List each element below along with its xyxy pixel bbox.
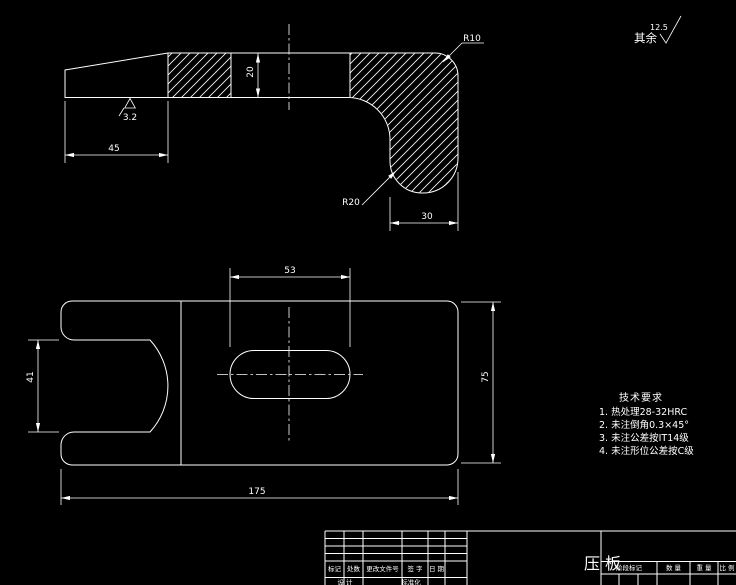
tech-req-title: 技术要求 xyxy=(619,391,663,404)
tb-design-label: 设 计 xyxy=(337,578,353,585)
dim-41: 41 xyxy=(26,339,59,433)
obround-slot-outline xyxy=(229,350,351,399)
dim-41-text: 41 xyxy=(26,371,36,382)
dim-20: 20 xyxy=(246,53,261,98)
side-section-view: 45 20 30 R10 R20 3.2 xyxy=(64,24,484,231)
plan-view-outline xyxy=(60,300,459,466)
dim-30-text: 30 xyxy=(421,212,433,222)
r20-text: R20 xyxy=(342,198,360,208)
technical-requirements: 技术要求 1. 热处理28-32HRC 2. 未注倒角0.3×45° 3. 未注… xyxy=(599,391,694,457)
dim-45: 45 xyxy=(64,101,169,163)
roughness-triangle-icon xyxy=(124,97,136,109)
dim-30: 30 xyxy=(389,172,459,231)
tb-standardization-label: 标准化 xyxy=(401,578,421,585)
dim-175: 175 xyxy=(60,469,459,505)
general-roughness-value: 12.5 xyxy=(650,23,668,32)
radius-r20-callout: R20 xyxy=(342,170,397,208)
title-block: 标记 处数 更改文件号 签 字 日 期 设 计 标准化 压板 阶段标记 数 量 … xyxy=(324,530,736,585)
hatch-area-left xyxy=(168,53,231,98)
r10-text: R10 xyxy=(463,34,481,44)
tb-weight: 重 量 xyxy=(696,564,712,572)
tech-req-item-2: 2. 未注倒角0.3×45° xyxy=(599,419,689,431)
plan-view: 53 41 75 175 xyxy=(26,266,501,505)
radius-r10-callout: R10 xyxy=(442,34,484,63)
tb-header-change-doc: 更改文件号 xyxy=(366,564,399,573)
tech-req-item-3: 3. 未注公差按IT14级 xyxy=(599,432,689,444)
side-view-outline xyxy=(64,52,459,194)
tech-req-item-4: 4. 未注形位公差按C级 xyxy=(599,445,694,457)
dim-45-text: 45 xyxy=(108,144,119,154)
dim-175-text: 175 xyxy=(248,487,265,497)
dim-20-text: 20 xyxy=(246,66,256,78)
general-roughness-note: 其余 12.5 xyxy=(634,15,682,45)
tb-header-count: 处数 xyxy=(347,564,361,573)
tech-req-item-1: 1. 热处理28-32HRC xyxy=(599,406,687,418)
dim-75-text: 75 xyxy=(481,371,491,382)
tb-header-signature: 签 字 xyxy=(407,564,423,573)
tb-header-mark: 标记 xyxy=(328,564,342,573)
surface-roughness-symbol: 3.2 xyxy=(118,97,137,123)
tb-quantity: 数 量 xyxy=(666,563,682,572)
roughness-check-icon xyxy=(659,15,682,44)
dim-53-text: 53 xyxy=(284,266,295,276)
dim-53: 53 xyxy=(229,266,351,347)
roughness-value: 3.2 xyxy=(123,113,137,123)
tb-scale: 比 例 xyxy=(719,563,734,572)
part-name: 压板 xyxy=(584,554,626,573)
general-note-label: 其余 xyxy=(634,31,657,45)
hatch-area-hook xyxy=(348,53,458,193)
dim-75: 75 xyxy=(461,301,501,464)
tb-stage-mark: 阶段标记 xyxy=(616,563,643,572)
tb-header-date: 日 期 xyxy=(429,565,445,573)
